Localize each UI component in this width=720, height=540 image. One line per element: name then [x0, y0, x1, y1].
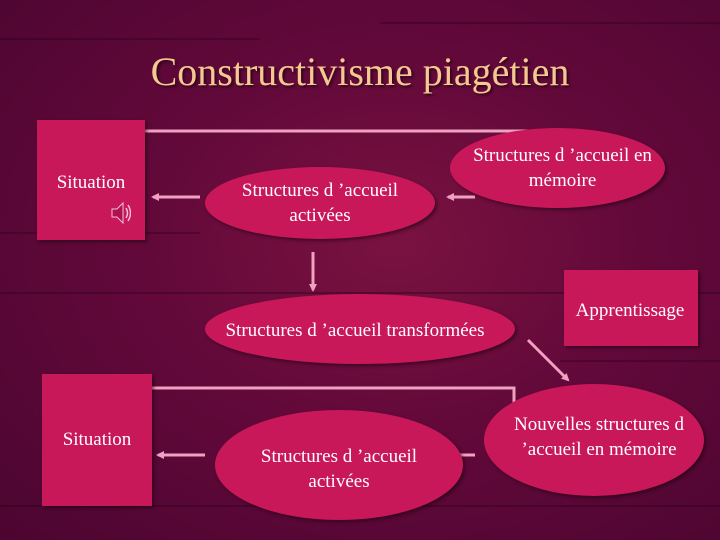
structures-memoire-ellipse [450, 128, 665, 208]
arrow-transformees-to-nouvelles [526, 338, 570, 382]
apprentissage-label: Apprentissage [575, 300, 685, 321]
slide-title: Constructivisme piagétien [150, 49, 570, 94]
structures-activees-label-2: Structures d ’accueil activées [260, 446, 418, 492]
structures-transformees-ellipse [205, 294, 515, 364]
structures-transformees-label: Structures d ’accueil transformées [225, 320, 485, 341]
situation-label-2: Situation [62, 429, 132, 450]
structures-activees-ellipse [205, 167, 435, 239]
nouvelles-structures-label: Nouvelles structures d ’accueil en mémoi… [514, 414, 684, 460]
background-streak [0, 292, 720, 294]
connector-bottom [152, 386, 516, 408]
apprentissage-box [564, 270, 698, 346]
situation-box-2 [42, 374, 152, 506]
situation-label: Situation [56, 172, 126, 193]
speaker-icon[interactable] [109, 200, 131, 226]
background-streak [0, 38, 260, 40]
situation-box [37, 120, 145, 240]
background-streak [380, 22, 720, 24]
structures-memoire-label: Structures d ’accueil en mémoire [473, 145, 652, 191]
background-streak [560, 360, 720, 362]
structures-activees-ellipse-2 [215, 410, 463, 520]
structures-activees-label: Structures d ’accueil activées [241, 180, 399, 226]
nouvelles-structures-ellipse [484, 384, 704, 496]
